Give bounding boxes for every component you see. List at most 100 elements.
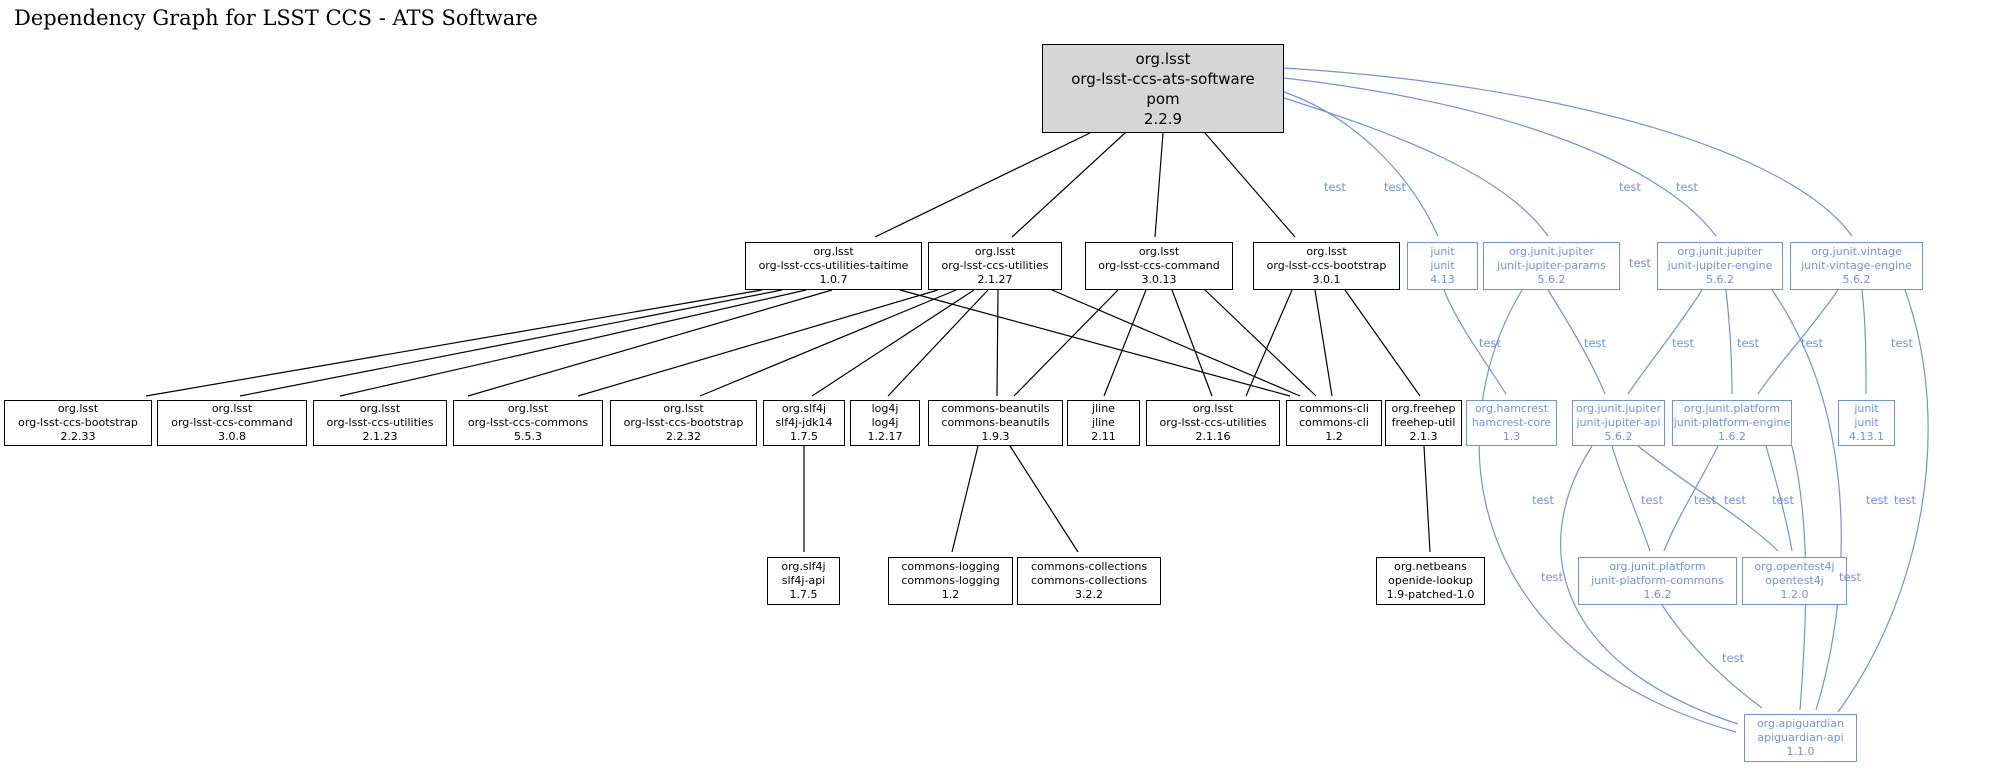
node-group-label: commons-beanutils [941, 402, 1050, 415]
dependency-edge [1051, 289, 1301, 397]
node-version-label: 1.7.5 [790, 430, 818, 443]
node-artifact-label: hamcrest-core [1471, 416, 1552, 429]
dependency-edge [811, 289, 975, 397]
node-version-label: 2.2.33 [60, 430, 96, 443]
test-edge-label: test [1540, 570, 1564, 584]
test-dependency-edge [1627, 289, 1703, 395]
test-edge-label: test [1383, 180, 1407, 194]
node-group-label: org.lsst [663, 402, 704, 415]
node-artifact-label: commons-collections [1030, 574, 1148, 587]
node-version-label: 3.2.2 [1075, 588, 1103, 601]
node-version-label: 4.13 [1430, 273, 1455, 286]
test-dependency-edge [1771, 289, 1842, 711]
node-group-label: org.lsst [57, 402, 99, 415]
dependency-edge [339, 289, 807, 397]
node-artifact-label: org-lsst-ccs-commons [467, 416, 589, 429]
node-artifact-label: org-lsst-ccs-command [1098, 259, 1220, 272]
dependency-edge [996, 289, 999, 397]
node-packaging-label: pom [1146, 89, 1180, 108]
node-artifact-label: freehep-util [1391, 416, 1456, 429]
node-version-label: 5.5.3 [514, 430, 542, 443]
dependency-edge [1009, 445, 1079, 553]
node-group-label: org.hamcrest [1474, 402, 1549, 415]
test-edge-label: test [1693, 493, 1717, 507]
test-dependency-edge [1443, 289, 1507, 395]
dependency-edge [887, 289, 989, 397]
dependency-edge [1245, 289, 1293, 397]
node-version-label: 1.6.2 [1643, 588, 1672, 601]
test-dependency-edge [1547, 289, 1606, 395]
test-edge-label: test [1865, 493, 1889, 507]
node-version-label: 5.6.2 [1537, 273, 1566, 286]
test-dependency-edge [1765, 445, 1793, 552]
dependency-edge [951, 445, 979, 553]
node-version-label: 1.2.0 [1780, 588, 1809, 601]
node-group-label: org.lsst [1192, 402, 1234, 415]
node-artifact-label: junit-jupiter-params [1497, 259, 1606, 272]
dependency-edge [1011, 132, 1126, 238]
node-group-label: org.junit.platform [1609, 560, 1706, 573]
dependency-edge [467, 289, 833, 397]
node-version-label: 1.7.5 [789, 588, 818, 601]
node-version-label: 5.6.2 [1604, 430, 1633, 443]
node-version-label: 2.1.16 [1195, 430, 1231, 443]
node-version-label: 2.1.3 [1409, 430, 1438, 443]
dependency-edge [577, 289, 939, 397]
node-artifact-label: junit-jupiter-api [1576, 416, 1661, 429]
test-dependency-edge [1725, 289, 1733, 395]
node-version-label: 1.3 [1502, 430, 1521, 443]
node-group-label: org.lsst [974, 245, 1016, 258]
node-group-label: junit [1854, 402, 1879, 415]
node-artifact-label: commons-beanutils [941, 416, 1050, 429]
node-version-label: 1.9-patched-1.0 [1386, 588, 1475, 601]
test-edge-label: test [1478, 336, 1502, 350]
node-group-label: org.junit.jupiter [1677, 245, 1763, 258]
test-edge-label: test [1890, 336, 1914, 350]
test-dependency-edge [1560, 445, 1739, 725]
node-version-label: 1.0.7 [819, 273, 848, 286]
node-group-label: jline [1092, 402, 1115, 415]
node-version-label: 2.1.23 [362, 430, 398, 443]
test-dependency-edge [1478, 289, 1737, 733]
test-edge-label: test [1671, 336, 1695, 350]
node-version-label: 5.6.2 [1842, 273, 1871, 286]
test-dependency-edge [1283, 91, 1439, 237]
node-group-label: org.opentest4j [1754, 560, 1835, 573]
dependency-edge [1423, 445, 1431, 553]
node-artifact-label: org-lsst-ccs-bootstrap [623, 416, 744, 429]
dependency-edge [1314, 289, 1333, 397]
test-edge-label: test [1838, 570, 1862, 584]
node-group-label: org.junit.jupiter [1508, 245, 1595, 258]
test-edge-label: test [1640, 493, 1664, 507]
node-artifact-label: junit-platform-commons [1591, 574, 1724, 587]
dependency-edge [145, 289, 763, 397]
test-dependency-edge [1283, 67, 1853, 237]
test-edge-label: test [1723, 493, 1747, 507]
node-group-label: commons-collections [1030, 560, 1148, 573]
test-dependency-edge [1611, 445, 1651, 552]
node-group-label: org.slf4j [781, 402, 827, 415]
test-edge-label: test [1721, 651, 1745, 665]
page-title: Dependency Graph for LSST CCS - ATS Soft… [14, 6, 538, 30]
dependency-edge [1204, 289, 1317, 397]
node-group-label: org.lsst [359, 402, 401, 415]
